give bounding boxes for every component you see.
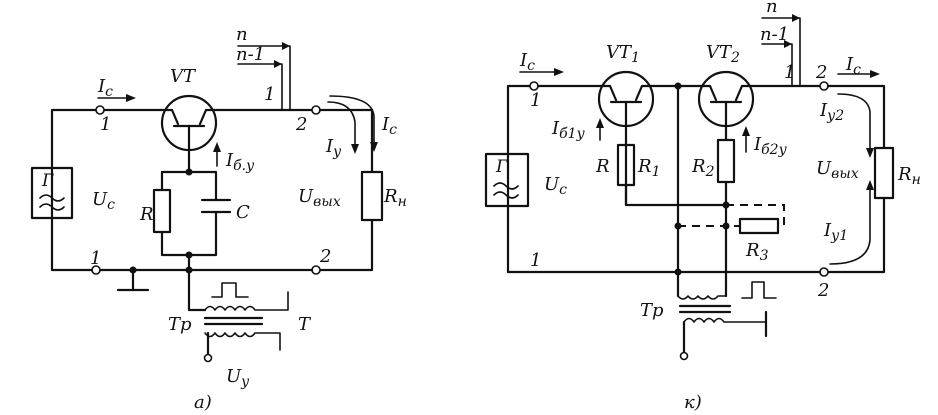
a-generator-label: Г — [41, 171, 54, 191]
b-label-r3: R3 — [745, 240, 769, 264]
b-transformer-secondary — [683, 311, 767, 323]
b-label-vt1: VT1 — [606, 42, 640, 66]
a-label-load-current: Iс — [381, 114, 397, 138]
a-load-resistor — [360, 170, 384, 222]
a-label-input-current: Iс — [97, 76, 113, 100]
b-label-line-1: 1 — [784, 62, 795, 83]
a-generator-box — [30, 166, 74, 220]
a-label-node-2-bottom: 2 — [319, 246, 331, 267]
b-label-r1: R1 — [637, 156, 660, 180]
b-label-control-current-1: Iу1 — [823, 220, 848, 244]
b-label-transformer: Тр — [640, 300, 664, 321]
a-label-node-1-bottom: 1 — [90, 248, 101, 269]
b-label-node-1-bottom: 1 — [530, 250, 541, 271]
b-output-wire — [826, 84, 886, 150]
a-label-period: Т — [298, 314, 312, 335]
b-label-source-voltage: Uс — [544, 174, 567, 198]
b-label-node-1-top: 1 — [530, 90, 541, 111]
b-vt2-leads — [698, 84, 754, 102]
a-input-wire — [50, 108, 162, 232]
a-sine-icon — [39, 194, 65, 211]
a-label-control-current: Iу — [325, 136, 342, 160]
a-rc-top-wire — [160, 170, 218, 202]
b-bottom-node — [674, 268, 682, 276]
a-caption: а) — [194, 392, 212, 413]
a-pulse-icon — [211, 282, 249, 298]
b-label-r2: R2 — [691, 156, 715, 180]
b-pulse-icon — [741, 281, 777, 299]
a-control-terminal — [203, 353, 213, 363]
b-generator-label: Г — [495, 157, 508, 177]
b-generator-box — [484, 152, 530, 208]
a-label-resistor: R — [139, 204, 154, 225]
figure-b: Г — [484, 0, 921, 413]
b-r3-dashed-wire — [678, 204, 785, 227]
b-label-vt2: VT2 — [706, 42, 740, 66]
a-arrow-n — [282, 42, 290, 50]
a-label-source-voltage: Uс — [92, 189, 115, 213]
a-label-line-1: 1 — [264, 84, 275, 105]
a-rc-bottom-node — [185, 251, 193, 259]
a-label-base-current: Iб.у — [225, 150, 255, 174]
a-transformer-secondary — [204, 332, 281, 351]
b-r-junction-wire — [624, 180, 728, 207]
a-transformer-core — [203, 316, 264, 326]
b-transformer-primary — [677, 295, 727, 300]
a-resistor-r — [152, 188, 172, 234]
a-transformer-primary — [204, 291, 289, 311]
a-label-vt: VT — [170, 66, 197, 87]
b-label-load: Rн — [897, 164, 921, 188]
figure-a: Г — [30, 24, 407, 413]
a-terminal-2-top — [311, 105, 321, 115]
b-load-return-wire — [826, 196, 886, 274]
b-vt1-leads — [598, 84, 654, 102]
b-control-current-1-arrow — [829, 185, 871, 265]
a-transformer-feed — [187, 268, 207, 312]
a-terminal-2-bottom — [311, 265, 321, 275]
a-load-return-wire — [318, 218, 374, 272]
b-label-node-2-top: 2 — [815, 62, 827, 83]
b-label-output-current: Iс — [845, 54, 861, 78]
b-terminal-2-bottom — [819, 267, 829, 277]
b-transformer-core — [678, 304, 732, 314]
b-resistor-r2 — [716, 138, 736, 184]
b-terminal-1-top — [529, 81, 539, 91]
a-ground-symbol — [116, 268, 150, 292]
a-label-node-1-top: 1 — [100, 114, 111, 135]
b-label-input-current: Iс — [519, 50, 535, 74]
b-label-base-current-2: Iб2у — [753, 134, 788, 158]
a-label-output-voltage: Uвых — [298, 186, 341, 210]
a-capacitor-c — [200, 198, 232, 214]
a-label-capacitor: C — [236, 202, 250, 223]
a-transistor-leads — [158, 108, 220, 126]
b-terminal-2-top — [819, 81, 829, 91]
a-terminal-1-top — [95, 105, 105, 115]
b-label-output-voltage: Uвых — [816, 158, 859, 182]
b-label-n-1: n-1 — [760, 24, 789, 45]
a-load-current-arrow — [329, 95, 375, 147]
b-caption: к) — [684, 392, 702, 413]
b-control-terminal — [679, 351, 689, 361]
b-label-resistor: R — [595, 156, 610, 177]
b-sine-icon — [493, 182, 519, 199]
a-label-transformer: Тр — [168, 314, 192, 335]
a-label-n-1: n-1 — [236, 44, 265, 65]
b-label-node-2-bottom: 2 — [817, 280, 829, 301]
a-arrow-n-1 — [274, 60, 282, 68]
b-label-base-current-1: Iб1у — [551, 118, 586, 142]
a-label-control-voltage: Uу — [226, 366, 250, 390]
b-control-current-2-arrow — [837, 93, 871, 153]
a-control-current-arrow — [327, 101, 356, 149]
b-label-n: n — [766, 0, 778, 17]
b-resistor-r3 — [738, 217, 780, 235]
a-label-load: Rн — [383, 186, 407, 210]
a-label-node-2-top: 2 — [295, 114, 307, 135]
a-bottom-left-wire — [50, 228, 94, 272]
b-load-resistor — [873, 146, 895, 200]
a-label-n: n — [236, 24, 248, 45]
b-label-control-current-2: Iу2 — [819, 100, 844, 124]
b-input-wire — [506, 84, 532, 274]
